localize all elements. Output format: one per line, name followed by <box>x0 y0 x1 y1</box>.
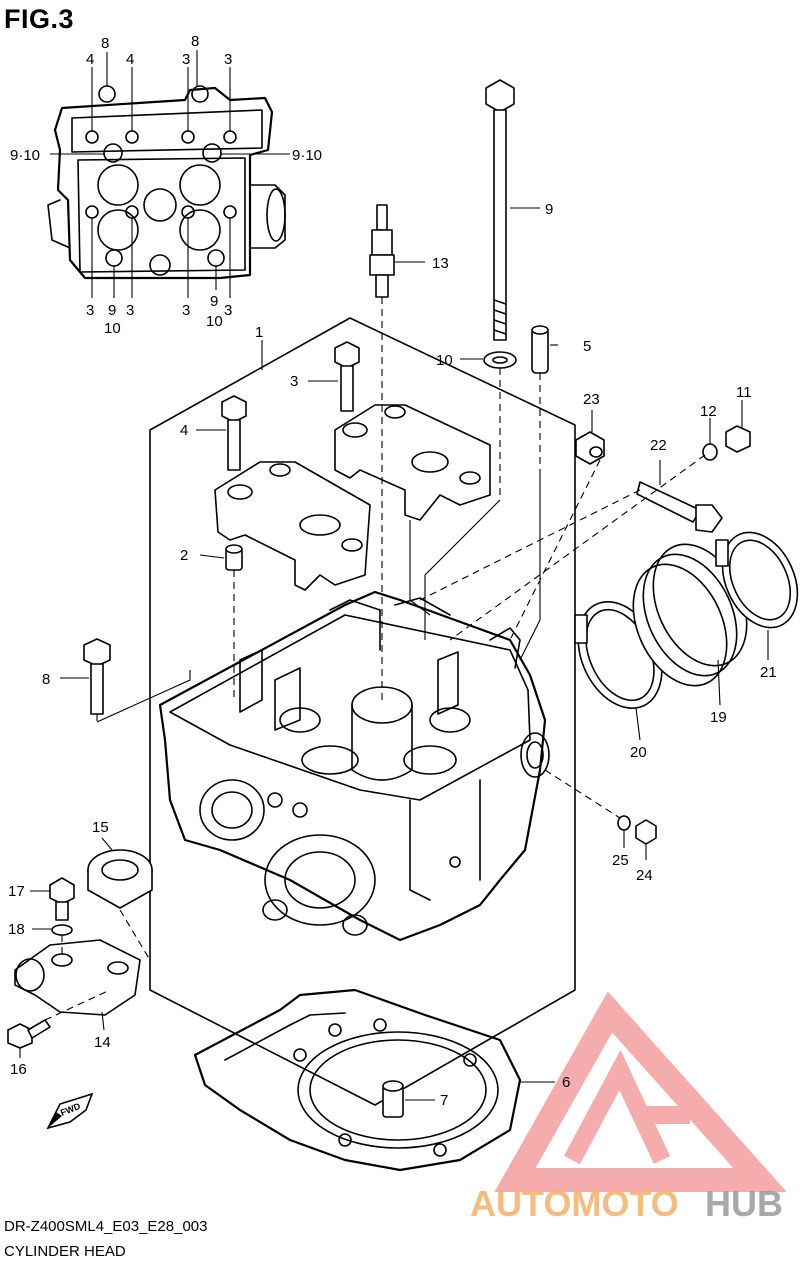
top-callout-3c: 3 <box>86 302 94 319</box>
callout-21: 21 <box>760 664 777 681</box>
callout-22: 22 <box>650 437 667 454</box>
part-leaders <box>19 207 769 1101</box>
callout-17: 17 <box>8 883 25 900</box>
callout-19: 19 <box>710 709 727 726</box>
long-bolt-9 <box>485 79 515 341</box>
callout-12: 12 <box>700 403 717 420</box>
gasket-6 <box>193 988 522 1172</box>
washer-10 <box>483 351 517 369</box>
callout-8: 8 <box>42 671 50 688</box>
assembly-frame <box>149 317 576 1106</box>
assembly-dashed-lines <box>44 297 706 1021</box>
model-code: DR-Z400SML4_E03_E28_003 <box>4 1218 208 1235</box>
figure-title: FIG.3 <box>4 4 75 34</box>
callout-24: 24 <box>636 867 653 884</box>
top-callout-9b: 9 <box>210 293 218 310</box>
bolt-16 <box>7 1019 51 1049</box>
top-callout-9a: 9 <box>108 302 116 319</box>
top-callout-10a: 10 <box>104 320 121 337</box>
bolt-17 <box>49 877 75 921</box>
top-callout-3e: 3 <box>182 302 190 319</box>
bolt-24 <box>635 819 657 845</box>
bolt-22 <box>636 481 723 533</box>
top-callout-8b: 8 <box>191 33 199 50</box>
callout-25: 25 <box>612 852 629 869</box>
callout-5: 5 <box>583 338 591 355</box>
watermark-text-b: HUB <box>705 1183 783 1224</box>
callout-2: 2 <box>180 547 188 564</box>
clamp-21 <box>715 531 799 629</box>
water-outlet-14 <box>14 939 141 1016</box>
callout-9: 9 <box>545 201 553 218</box>
callout-18: 18 <box>8 921 25 938</box>
part-callouts: 1 2 3 4 5 6 7 8 9 10 11 12 13 14 15 16 1… <box>8 201 777 1109</box>
bolt-4 <box>221 395 247 471</box>
callout-7: 7 <box>440 1092 448 1109</box>
top-callout-3d: 3 <box>126 302 134 319</box>
callout-15: 15 <box>92 819 109 836</box>
dowel-pin-7 <box>382 1080 404 1118</box>
diagram-name: CYLINDER HEAD <box>4 1243 126 1260</box>
callout-20: 20 <box>630 744 647 761</box>
washer-12 <box>702 443 718 461</box>
top-callout-9-10-right: 9·10 <box>292 147 322 164</box>
stud-5 <box>531 325 549 374</box>
callout-3: 3 <box>290 373 298 390</box>
callout-14: 14 <box>94 1034 111 1051</box>
top-view-leaders <box>50 50 290 298</box>
callout-4: 4 <box>180 422 188 439</box>
intake-pipe-19 <box>632 543 748 687</box>
callout-16: 16 <box>10 1061 27 1078</box>
top-callout-4b: 4 <box>126 51 134 68</box>
washer-18 <box>51 924 73 936</box>
callout-10: 10 <box>436 352 453 369</box>
cylinder-head-body <box>158 590 550 942</box>
top-callout-10b: 10 <box>206 313 223 330</box>
callout-11: 11 <box>736 384 752 401</box>
top-view-callouts: 8 4 4 8 3 3 9·10 9·10 3 9 3 3 9 3 10 10 <box>10 33 322 337</box>
bolt-8 <box>83 638 111 715</box>
spark-plug-13 <box>369 204 395 298</box>
top-callout-8a: 8 <box>101 35 109 52</box>
watermark-text-a: AUTOMOTO <box>470 1183 679 1224</box>
watermark-logo <box>494 991 787 1192</box>
nut-23 <box>575 431 605 465</box>
thermostat-15 <box>87 849 153 909</box>
camshaft-holder-lower <box>214 461 371 591</box>
callout-13: 13 <box>432 255 449 272</box>
top-callout-4a: 4 <box>86 51 94 68</box>
dowel-pin-2 <box>225 544 243 571</box>
callout-23: 23 <box>583 391 600 408</box>
camshaft-holder-upper <box>334 404 491 521</box>
cylinder-head-top-view <box>47 85 286 280</box>
top-callout-3b: 3 <box>224 51 232 68</box>
bolt-3 <box>334 341 360 412</box>
top-callout-9-10-left: 9·10 <box>10 147 40 164</box>
callout-6: 6 <box>562 1074 570 1091</box>
callout-1: 1 <box>255 324 263 341</box>
top-callout-3f: 3 <box>224 302 232 319</box>
fwd-arrow-icon: FWD <box>46 1092 94 1130</box>
top-callout-3a: 3 <box>182 51 190 68</box>
bolt-11 <box>725 425 751 453</box>
